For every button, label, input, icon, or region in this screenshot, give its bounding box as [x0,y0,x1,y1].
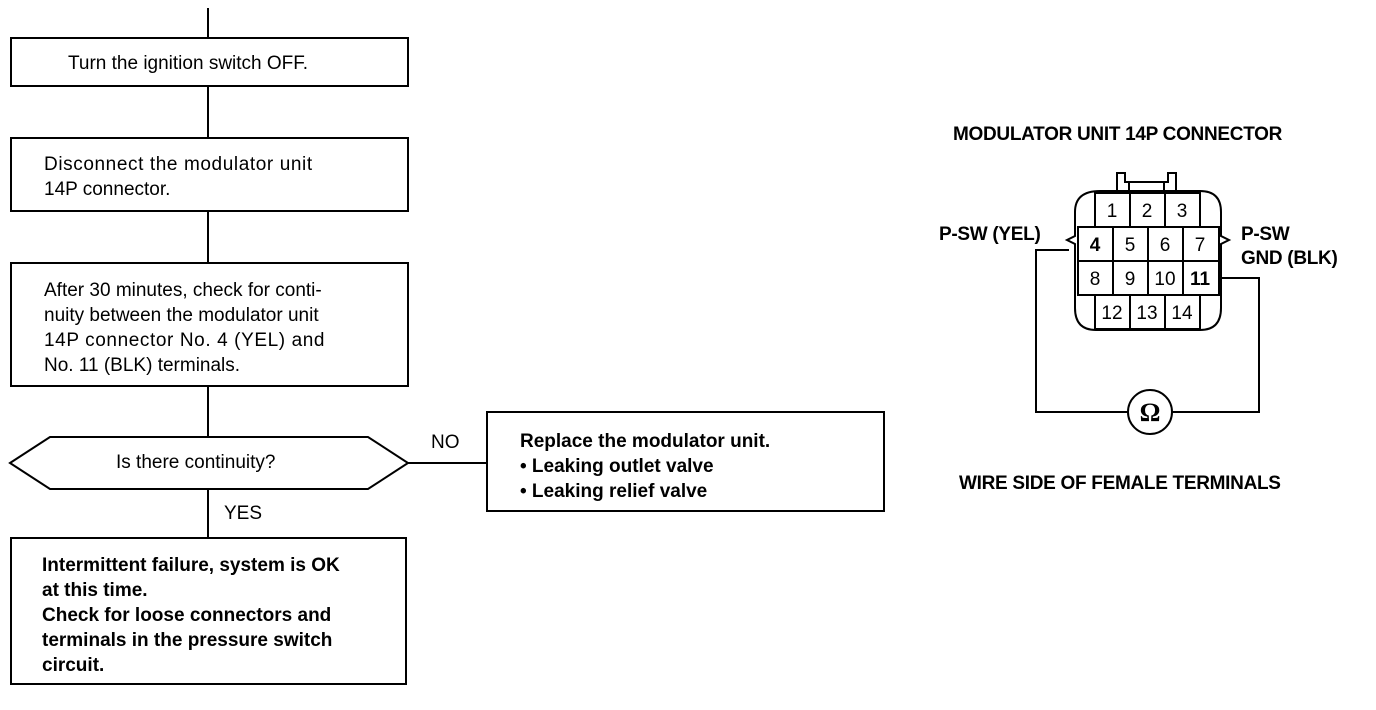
connector-title: MODULATOR UNIT 14P CONNECTOR [953,124,1283,145]
yes-label: YES [224,503,263,524]
terminal-13: 13 [1136,303,1157,324]
yes-result-line-4: terminals in the pressure switch [42,630,333,651]
result-replace-modulator: Replace the modulator unit. • Leaking ou… [486,411,885,512]
step-3-line-2: nuity between the modulator unit [44,305,319,326]
right-wire-label-line-2: GND (BLK) [1241,248,1338,269]
terminal-14: 14 [1171,303,1193,324]
terminal-4: 4 [1090,235,1101,256]
terminal-9: 9 [1125,269,1136,290]
result-intermittent-failure: Intermittent failure, system is OK at th… [10,537,407,685]
yes-result-line-2: at this time. [42,580,148,601]
left-wire-label: P-SW (YEL) [939,224,1041,245]
step-check-continuity: After 30 minutes, check for conti- nuity… [10,262,409,387]
ohmmeter-icon [1127,389,1173,435]
connector-caption: WIRE SIDE OF FEMALE TERMINALS [959,473,1281,494]
ohm-symbol: Ω [1140,398,1161,427]
step-2-line-1: Disconnect the modulator unit [44,154,313,175]
step-1-text: Turn the ignition switch OFF. [68,53,309,74]
terminal-8: 8 [1090,269,1101,290]
yes-result-line-3: Check for loose connectors and [42,605,332,626]
no-result-line-3: • Leaking relief valve [520,481,708,502]
lead-terminal-4 [1035,249,1128,413]
lead-terminal-11 [1172,277,1260,413]
right-wire-label-line-1: P-SW [1241,224,1290,245]
step-2-line-2: 14P connector. [44,179,171,200]
terminal-numbers: 1 2 3 4 5 6 7 8 9 10 11 12 13 14 Ω [1090,201,1211,427]
step-3-line-4: No. 11 (BLK) terminals. [44,355,241,376]
terminal-11: 11 [1190,269,1211,290]
terminal-5: 5 [1125,235,1136,256]
yes-result-line-5: circuit. [42,655,105,676]
terminal-12: 12 [1101,303,1122,324]
terminal-3: 3 [1177,201,1188,222]
step-3-line-1: After 30 minutes, check for conti- [44,280,322,301]
decision-diamond [8,436,410,490]
step-3-line-3: 14P connector No. 4 (YEL) and [44,330,326,351]
decision-text: Is there continuity? [116,452,276,473]
terminal-7: 7 [1195,235,1206,256]
terminal-10: 10 [1154,269,1175,290]
no-result-line-1: Replace the modulator unit. [520,431,771,452]
step-disconnect-connector: Disconnect the modulator unit 14P connec… [10,137,409,212]
connector-latch [1116,172,1177,191]
terminal-2: 2 [1142,201,1153,222]
no-result-line-2: • Leaking outlet valve [520,456,714,477]
yes-result-line-1: Intermittent failure, system is OK [42,555,340,576]
terminal-1: 1 [1107,201,1118,222]
terminal-6: 6 [1160,235,1171,256]
no-label: NO [431,432,460,453]
step-turn-ignition-off: Turn the ignition switch OFF. [10,37,409,87]
